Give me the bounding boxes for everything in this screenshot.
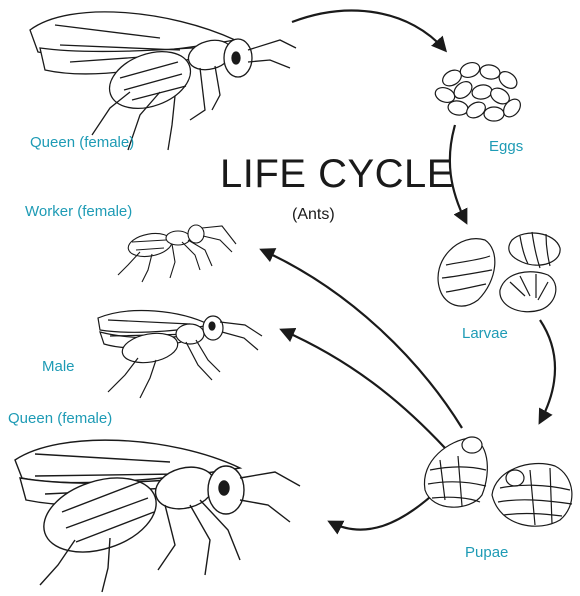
diagram-subtitle: (Ants) [292,206,335,224]
label-eggs: Eggs [489,138,523,155]
diagram-title: LIFE CYCLE [220,152,454,197]
label-pupae: Pupae [465,544,508,561]
label-larvae: Larvae [462,325,508,342]
arrow-pupae-to-worker [262,250,462,428]
eggs-icon [433,60,524,121]
queen-ant-bottom-icon [15,440,300,592]
label-queen-bottom: Queen (female) [8,410,112,427]
arrow-queen-to-eggs [292,11,445,50]
male-ant-icon [98,311,262,398]
queen-ant-icon [30,12,296,150]
label-male: Male [42,358,75,375]
arrow-pupae-to-queen [330,490,438,530]
label-queen-top: Queen (female) [30,134,134,151]
label-worker: Worker (female) [25,203,132,220]
worker-ant-icon [118,225,236,282]
pupae-icon [424,437,572,526]
arrow-larvae-to-pupae [540,320,555,422]
arrow-pupae-to-male [282,330,445,448]
larvae-icon [438,232,560,312]
